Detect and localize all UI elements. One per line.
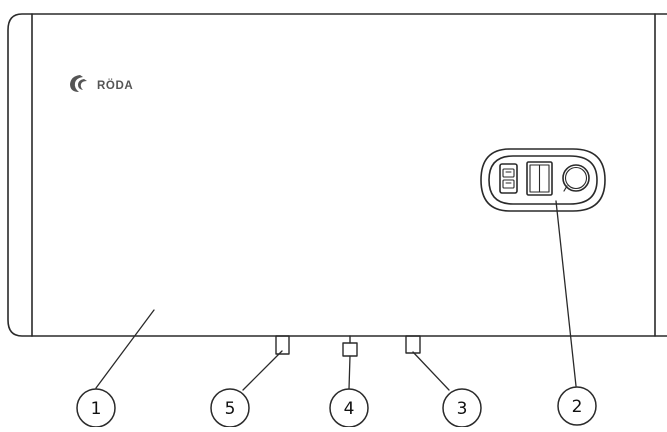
pipe-middle bbox=[342, 342, 358, 357]
pipe-right bbox=[405, 335, 421, 354]
callout-circles bbox=[76, 386, 597, 428]
display-indicator-icon bbox=[499, 163, 518, 194]
tank-left-cap bbox=[7, 13, 33, 337]
leader-5 bbox=[242, 350, 283, 391]
leader-4 bbox=[348, 355, 351, 390]
callout-1-label: 1 bbox=[91, 399, 102, 419]
rocker-switch-icon bbox=[526, 161, 553, 196]
callout-2-label: 2 bbox=[572, 397, 583, 417]
callout-4-label: 4 bbox=[344, 399, 355, 419]
callout-5-label: 5 bbox=[225, 399, 236, 419]
control-panel-outline bbox=[480, 148, 606, 212]
brand-logo: RÖDA bbox=[70, 75, 133, 92]
control-panel bbox=[480, 148, 606, 212]
pipe-left bbox=[275, 335, 290, 355]
tank-body bbox=[7, 13, 667, 337]
leader-3 bbox=[412, 351, 450, 391]
leader-lines bbox=[95, 200, 577, 391]
callout-labels: 1 5 4 3 2 bbox=[91, 397, 583, 419]
callout-3-label: 3 bbox=[457, 399, 468, 419]
thermostat-knob-icon bbox=[562, 164, 590, 192]
pipes bbox=[275, 335, 421, 357]
brand-name: RÖDA bbox=[97, 79, 133, 92]
callout-2-circle bbox=[557, 386, 597, 426]
roda-swirl-logo-icon bbox=[70, 75, 87, 92]
leader-1 bbox=[95, 309, 155, 389]
leader-2 bbox=[555, 200, 577, 387]
control-panel-inner-outline bbox=[488, 155, 598, 205]
